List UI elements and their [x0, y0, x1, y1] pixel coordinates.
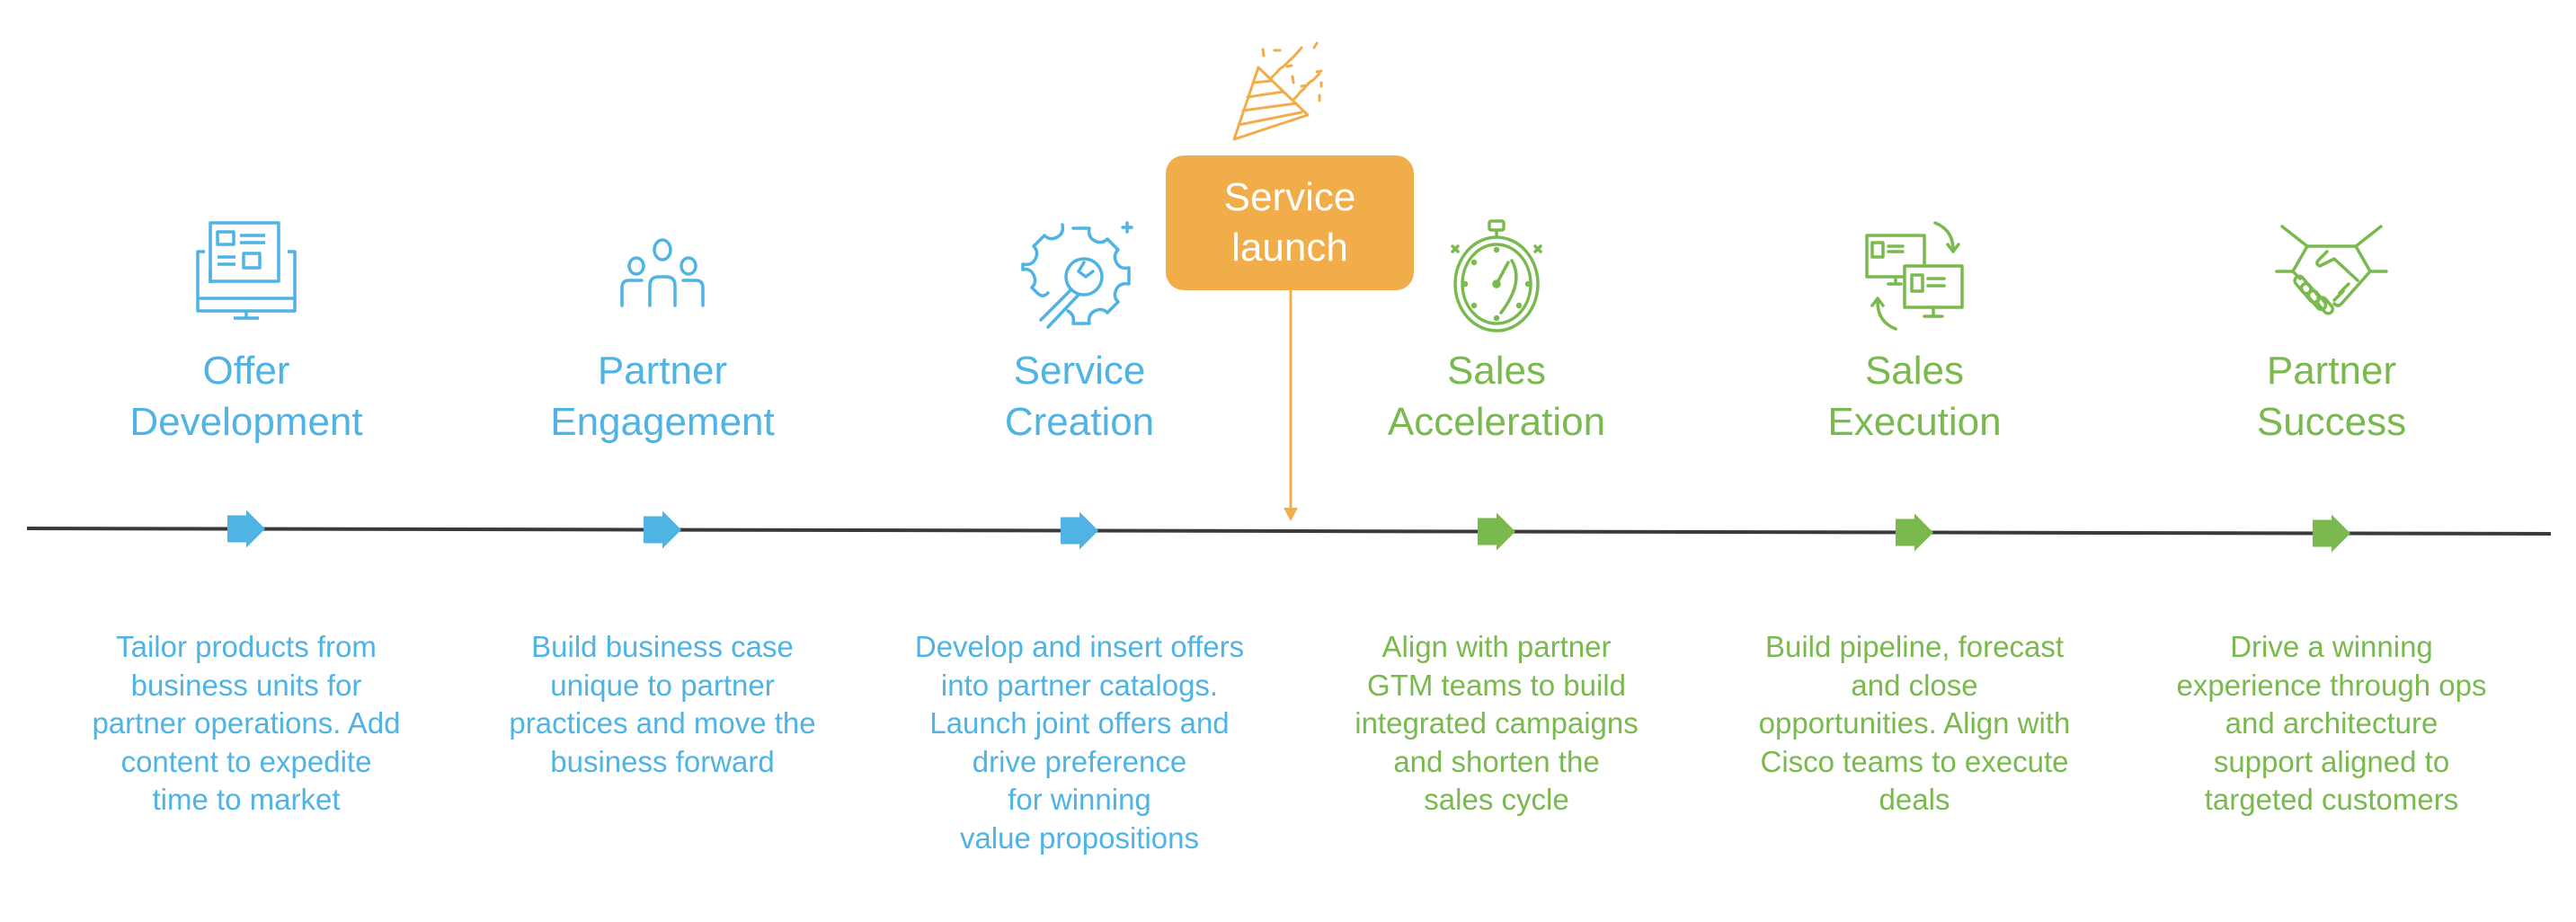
description-line: sales cycle	[1424, 783, 1569, 816]
stage-title-line2: Acceleration	[1387, 400, 1606, 444]
description-line: time to market	[152, 783, 341, 816]
description-line: deals	[1879, 783, 1950, 816]
description-line: partner operations. Add	[92, 706, 401, 740]
stage-title: Sales Execution	[1717, 345, 2112, 448]
stage-arrow-partner-engagement	[644, 510, 681, 549]
service-launch-milestone: Service launch	[1166, 155, 1414, 290]
handshake-icon	[2273, 216, 2390, 332]
description-line: unique to partner	[550, 668, 775, 702]
stage-title-line2: Development	[129, 400, 363, 444]
stage-title-line1: Partner	[2266, 349, 2397, 393]
description-line: and shorten the	[1393, 744, 1600, 778]
stage-title: Service Creation	[882, 345, 1277, 448]
stage-description: Align with partner GTM teams to build in…	[1299, 628, 1694, 820]
stage-arrow-sales-acceleration	[1478, 512, 1515, 551]
description-line: Align with partner	[1381, 630, 1612, 663]
stage-description: Build business case unique to partner pr…	[465, 628, 860, 781]
computer-document-icon	[188, 216, 305, 332]
description-line: for winning	[1008, 783, 1151, 816]
stage-description: Develop and insert offers into partner c…	[882, 628, 1277, 857]
description-line: Build business case	[531, 630, 794, 663]
description-line: drive preference	[972, 744, 1187, 778]
description-line: and close	[1851, 668, 1978, 702]
description-line: GTM teams to build	[1367, 668, 1626, 702]
stage-title-line1: Sales	[1446, 349, 1547, 393]
milestone-label-line1: Service	[1223, 175, 1356, 219]
stage-description: Tailor products from business units for …	[49, 628, 444, 820]
description-line: practices and move the	[509, 706, 816, 740]
stage-title-line1: Partner	[597, 349, 728, 393]
stage-title-line1: Service	[1013, 349, 1146, 393]
stage-title: Sales Acceleration	[1299, 345, 1694, 448]
stage-arrow-offer-development	[227, 510, 265, 548]
stage-description: Drive a winning experience through ops a…	[2134, 628, 2529, 820]
description-line: into partner catalogs.	[940, 668, 1219, 702]
stage-title-line1: Offer	[202, 349, 290, 393]
stage-title-line2: Engagement	[550, 400, 775, 444]
stage-arrow-sales-execution	[1896, 513, 1933, 552]
stage-title: Offer Development	[49, 345, 444, 448]
milestone-label-line2: launch	[1231, 226, 1348, 270]
stage-title: Partner Engagement	[465, 345, 860, 448]
stage-title-line2: Success	[2256, 400, 2407, 444]
monitors-sync-icon	[1856, 216, 1973, 332]
description-line: targeted customers	[2204, 783, 2459, 816]
people-group-icon	[604, 216, 721, 332]
description-line: Launch joint offers and	[929, 706, 1230, 740]
stage-title-line2: Creation	[1004, 400, 1155, 444]
description-line: support aligned to	[2213, 744, 2450, 778]
stage-title-line2: Execution	[1827, 400, 2002, 444]
description-line: integrated campaigns	[1355, 706, 1639, 740]
stage-arrow-partner-success	[2313, 514, 2350, 553]
gear-wrench-icon	[1021, 216, 1138, 332]
description-line: value propositions	[960, 820, 1199, 855]
party-popper-icon	[1231, 36, 1348, 144]
description-line: business forward	[550, 744, 775, 778]
description-line: Develop and insert offers	[914, 630, 1245, 663]
description-line: and architecture	[2225, 706, 2438, 740]
description-line: Cisco teams to execute	[1760, 744, 2069, 778]
stage-title-line1: Sales	[1864, 349, 1965, 393]
stage-description: Build pipeline, forecast and close oppor…	[1717, 628, 2112, 820]
description-line: business units for	[130, 668, 362, 702]
launch-pointer-arrowhead	[1284, 508, 1298, 521]
stopwatch-icon	[1438, 216, 1555, 332]
stage-arrow-service-creation	[1061, 511, 1098, 550]
description-line: content to expedite	[120, 744, 372, 778]
description-line: Drive a winning	[2230, 630, 2433, 663]
timeline-line	[26, 527, 2552, 536]
description-line: opportunities. Align with	[1758, 706, 2071, 740]
stage-title: Partner Success	[2134, 345, 2529, 448]
description-line: Tailor products from	[116, 630, 377, 663]
description-line: experience through ops	[2176, 668, 2487, 702]
description-line: Build pipeline, forecast	[1764, 630, 2065, 663]
